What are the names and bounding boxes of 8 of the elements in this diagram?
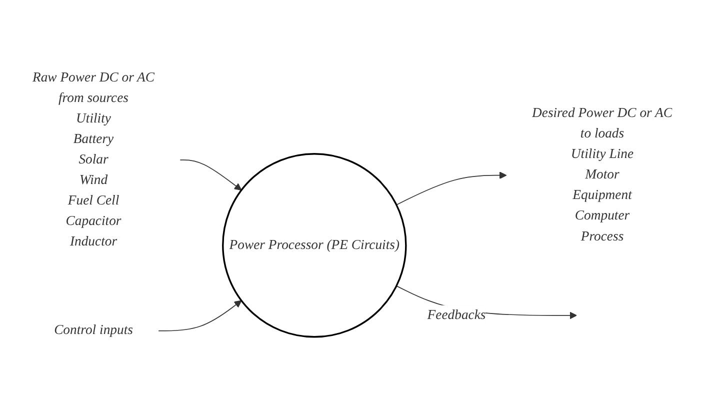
arrow <box>396 172 507 206</box>
node-text: Control inputs <box>54 323 133 338</box>
arrow <box>180 160 242 191</box>
node-circle: Power Processor (PE Circuits) <box>222 153 407 338</box>
arrow <box>158 300 242 332</box>
node-text: Desired Power DC or AC to loads Utility Line Motor Equipment Computer Process <box>532 106 673 244</box>
node-text: Raw Power DC or AC from sources Utility Battery Solar Wind Fuel Cell Capacitor Inductor <box>32 70 155 249</box>
edge-label: Feedbacks <box>427 308 486 322</box>
